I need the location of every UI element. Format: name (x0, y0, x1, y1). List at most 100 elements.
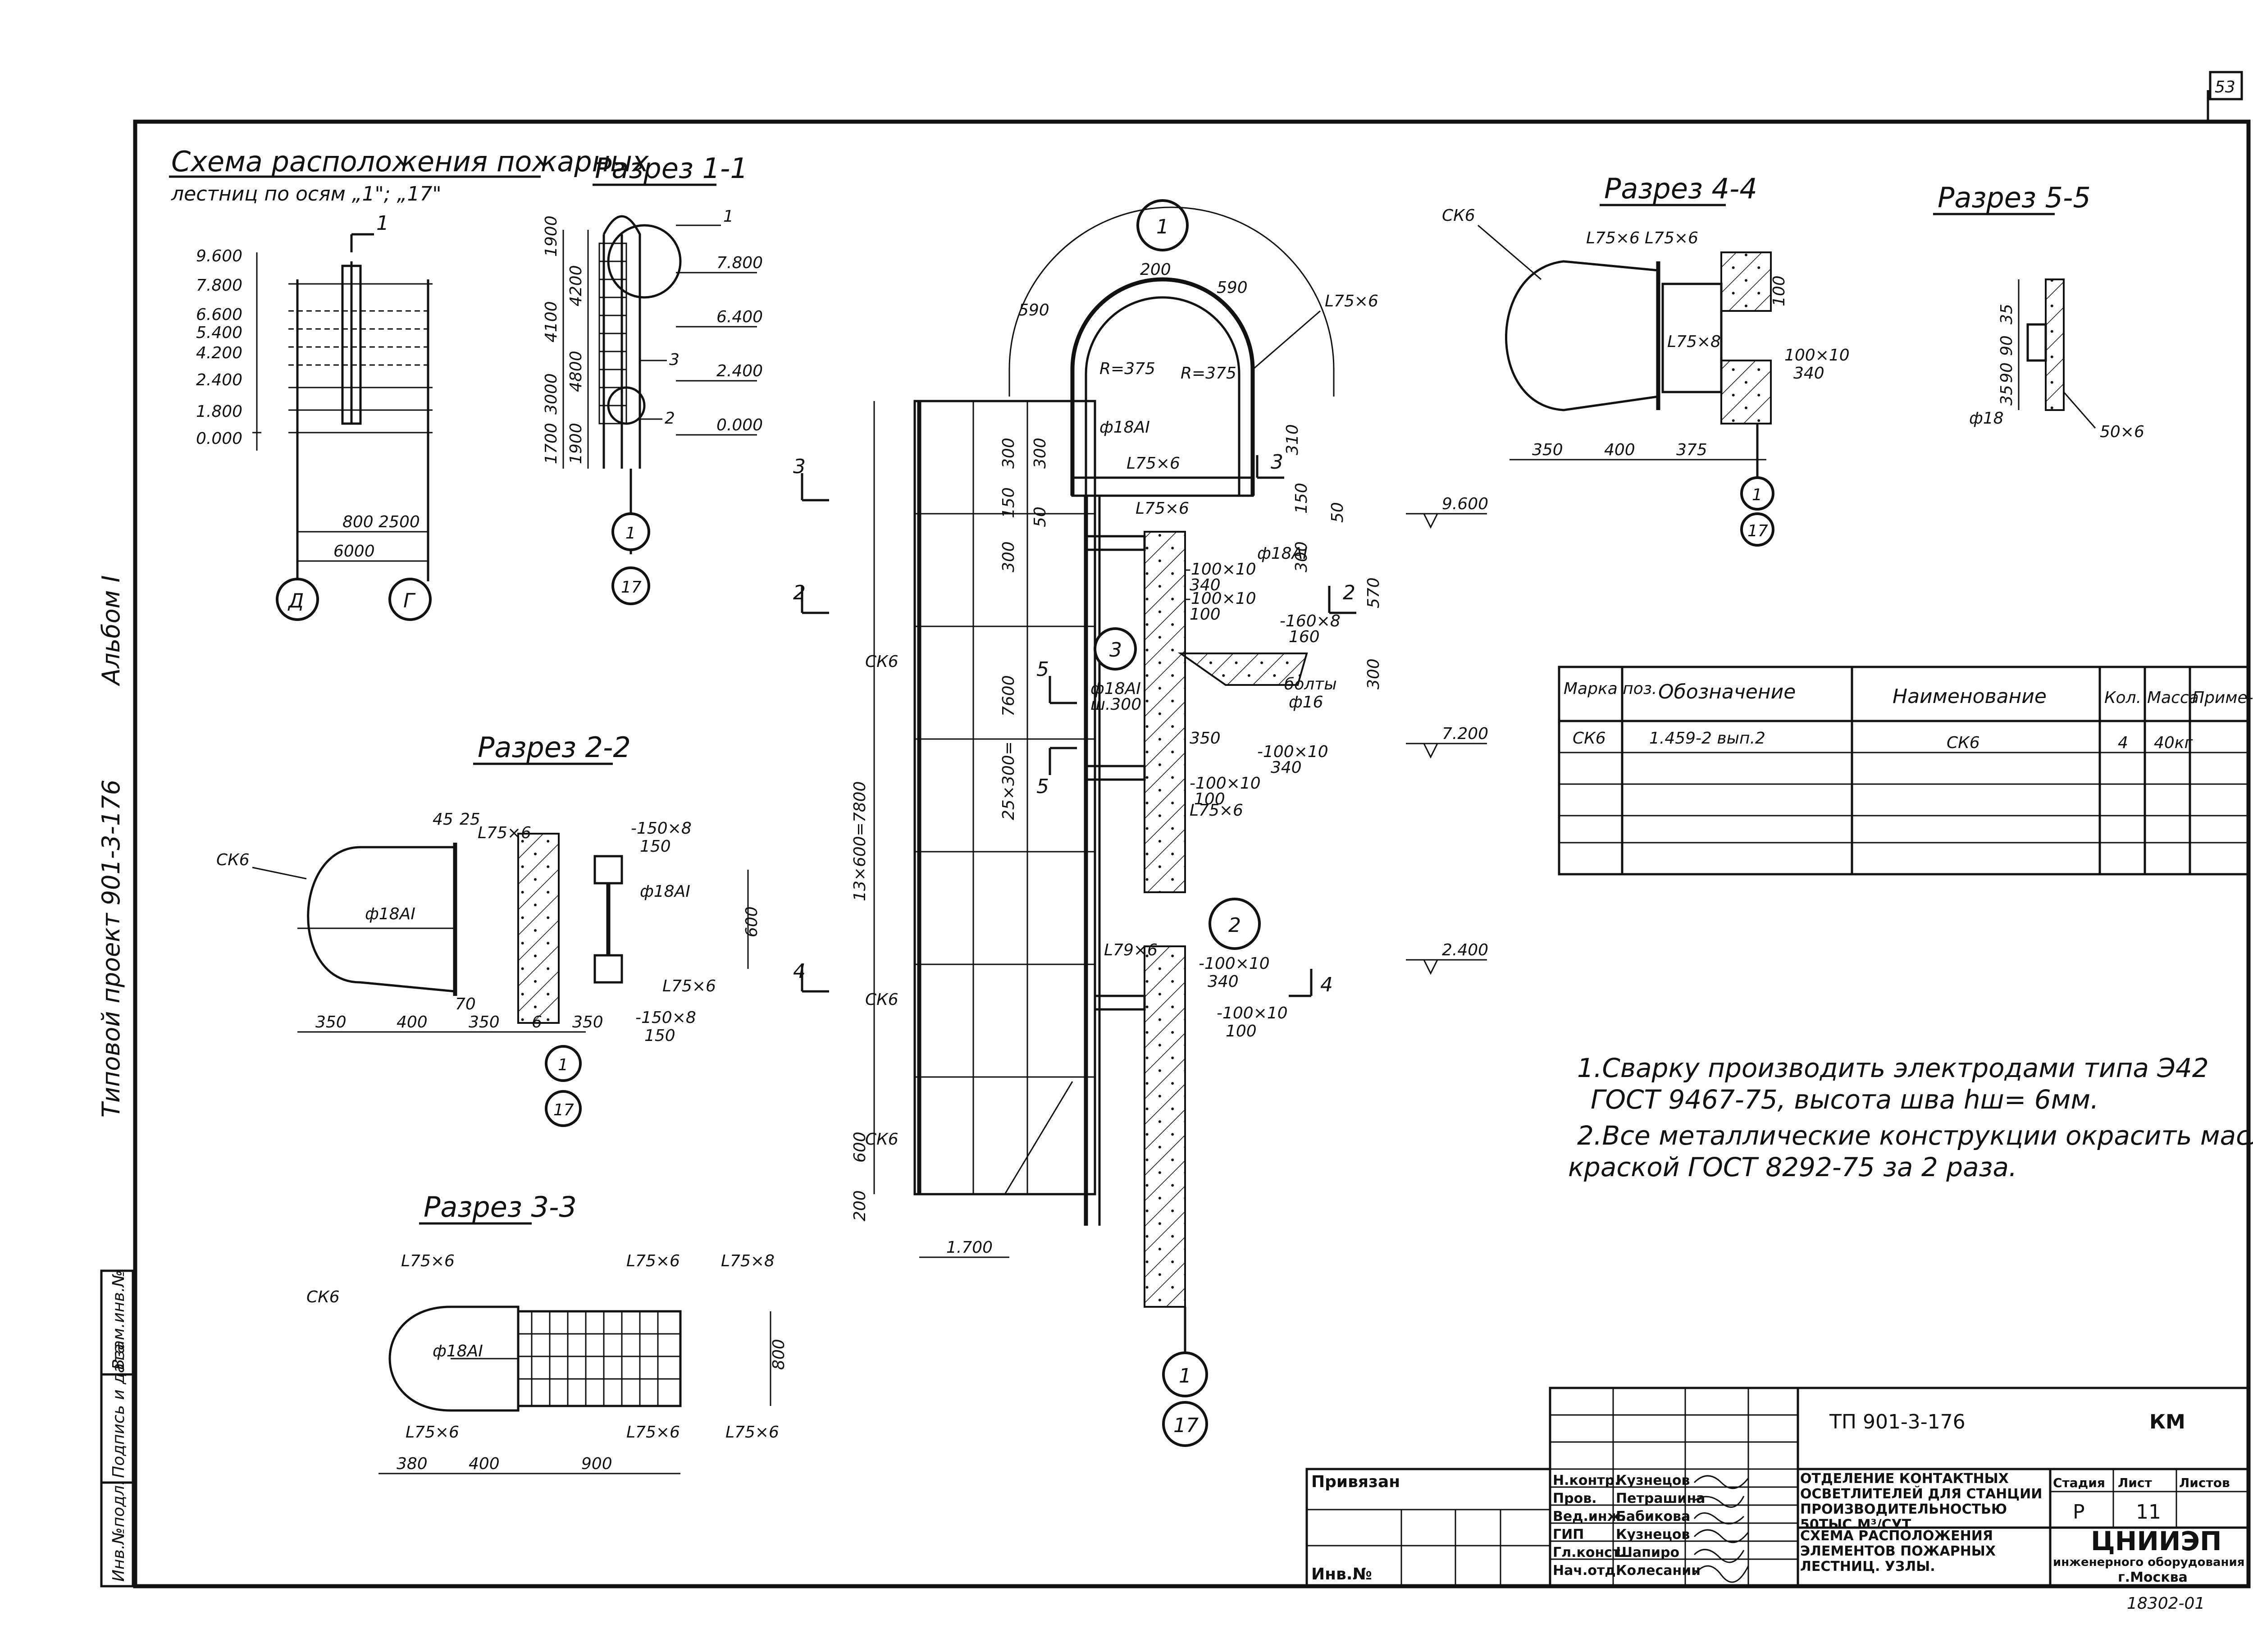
vd-8: 600 (851, 1132, 869, 1163)
s44-axis-bottom: 17 (1747, 522, 1768, 540)
s44-axis-top: 1 (1752, 486, 1762, 504)
scheme-axis-left: Д (287, 589, 304, 612)
s44-label-plate: 100×10 (1784, 346, 1850, 365)
notes: 1.Сварку производить электродами типа Э4… (1568, 1053, 2253, 1182)
spec-hdr-5: Масса (2147, 689, 2199, 707)
main-ck6-3: СК6 (865, 1130, 898, 1149)
s33-dim-3: 900 (581, 1455, 612, 1473)
scheme-title-2: лестниц по осям „1"; „17" (171, 183, 442, 205)
main-callout-2: 2 (1228, 914, 1241, 937)
page-mark: 53 (2215, 78, 2235, 96)
note-2-line-2: краской ГОСТ 8292-75 за 2 раза. (1568, 1152, 2017, 1182)
tb-stage-hdr: Стадия (2053, 1475, 2105, 1490)
tb-sheets-hdr: Листов (2179, 1475, 2230, 1490)
main-axis-top: 1 (1179, 1364, 1191, 1387)
section-1-1-title: Разрез 1-1 (595, 152, 748, 185)
scheme-title-1: Схема расположения пожарных (171, 145, 649, 178)
spec-hdr-6: Приме-чание (2192, 689, 2253, 707)
s11-level-4: 0.000 (716, 416, 763, 434)
s11-dim-5: 4800 (567, 351, 585, 392)
tb-description-2: Схема расположения элементов пожарных ле… (1800, 1529, 1996, 1574)
stamp-col-2: Подпись и дата (109, 1344, 128, 1478)
s11-dim-6: 1700 (542, 423, 561, 464)
s22-label-25: 25 (460, 810, 480, 829)
tb-archive: 18302-01 (2127, 1594, 2205, 1613)
scheme-level-4: 5.400 (196, 324, 242, 342)
main-label-angle-low: L75×6 (1136, 499, 1189, 518)
s22-label-45: 45 (433, 810, 453, 829)
main-label-rebar-top: ф18АI (1099, 418, 1150, 437)
s44-label-ck6: СК6 (1442, 206, 1475, 225)
node-l20: 340 (1208, 972, 1239, 991)
main-dim-200: 200 (1140, 260, 1171, 279)
main-axis-bottom: 17 (1173, 1414, 1199, 1437)
node-l2: 340 (1190, 576, 1221, 594)
note-1-line-1: 1.Сварку производить электродами типа Э4… (1577, 1053, 2209, 1083)
main-label-r2: R=375 (1181, 364, 1236, 383)
scheme-axis-right: Г (403, 589, 416, 612)
tb-mark: КМ (2149, 1410, 2185, 1433)
s11-dim-4: 3000 (542, 373, 561, 415)
cut-2a: 2 (793, 581, 806, 604)
spec-hdr-1: Марка поз. (1564, 680, 1657, 698)
s22-label-rebar2: ф18АI (640, 882, 690, 901)
spec-hdr-2: Обозначение (1658, 680, 1796, 703)
tb-org-sub: инженерного оборудования (2053, 1556, 2244, 1569)
s11-dim-1: 1900 (542, 215, 561, 257)
s33-label-ck6: СК6 (306, 1288, 340, 1306)
s11-level-2: 6.400 (716, 308, 763, 326)
section-2-2: Разрез 2-2 СК6 L75×6 45 25 ф18АI -150×8 … (216, 731, 761, 1127)
section-3-3: Разрез 3-3 СК6 L75×6 L75×6 L75×8 ф18АI L… (306, 1191, 788, 1474)
tb-name-6: Колесанин (1616, 1563, 1701, 1579)
note-1-line-2: ГОСТ 9467-75, высота шва hш= 6мм. (1591, 1084, 2099, 1115)
vd-13: 300 (1292, 541, 1311, 572)
scheme-level-5: 4.200 (196, 344, 242, 362)
tb-name-4: Кузнецов (1616, 1527, 1690, 1542)
s11-level-3: 2.400 (716, 362, 763, 380)
s55-d1: 35 (1998, 304, 2016, 324)
node-l11: ш.300 (1090, 695, 1141, 714)
s22-label-plate1-w: 150 (640, 837, 671, 856)
section-1-1: Разрез 1-1 1900 4100 4200 3000 4800 1700… (542, 152, 763, 605)
s22-dim-70: 70 (455, 995, 476, 1013)
node-l21: -100×10 (1217, 1004, 1288, 1022)
stamp-col-1: Инв.№подл. (109, 1480, 128, 1582)
main-level-2: 7.200 (1442, 725, 1488, 743)
s11-callout-2: 2 (665, 409, 675, 428)
node-l19: -100×10 (1199, 954, 1270, 973)
s22-label-rebar: ф18АI (365, 905, 415, 923)
scheme-cut-mark: 1 (376, 212, 389, 235)
vd-7: 300 (1031, 438, 1049, 469)
tb-sheet-no: 11 (2136, 1501, 2161, 1524)
vd-10: 310 (1283, 424, 1302, 455)
spec-r1-c3: СК6 (1947, 734, 1980, 752)
tb-role-4: ГИП (1553, 1527, 1584, 1542)
s55-label-rebar: ф18 (1969, 409, 2004, 428)
s33-label-a5: L75×6 (626, 1423, 680, 1442)
main-level-3: 2.400 (1442, 941, 1488, 959)
main-label-angle-top: L75×6 (1325, 292, 1378, 310)
node-l4: 100 (1190, 605, 1221, 624)
s33-label-a3: L75×8 (721, 1252, 775, 1270)
s11-axis-top: 1 (625, 524, 636, 543)
s22-dim-4: 6 (532, 1013, 542, 1031)
vd-2: 7600 (999, 675, 1018, 716)
spec-r1-c4: 4 (2118, 734, 2128, 752)
tb-city: г.Москва (2118, 1570, 2188, 1585)
s44-label-100: 100 (1770, 275, 1788, 306)
note-2-line-1: 2.Все металлические конструкции окрасить… (1577, 1120, 2253, 1151)
section-2-2-title: Разрез 2-2 (478, 731, 631, 764)
node-l18: L79×6 (1104, 941, 1158, 959)
vd-15: 50 (1031, 507, 1049, 527)
cut-4b: 4 (1320, 973, 1333, 996)
main-callout-3: 3 (1109, 639, 1122, 662)
section-4-4-title: Разрез 4-4 (1604, 172, 1757, 205)
main-level-1: 9.600 (1442, 495, 1488, 513)
tb-role-6: Нач.отд. (1553, 1563, 1621, 1579)
node-l7: 160 (1289, 628, 1320, 646)
signature-marks (1693, 1475, 1749, 1583)
title-block: Привязан Инв.№ ТП 901-3-176 КМ Н.контр. … (1305, 1387, 2250, 1613)
node-l12: 350 (1190, 729, 1221, 748)
cut-5b: 5 (1036, 775, 1049, 798)
